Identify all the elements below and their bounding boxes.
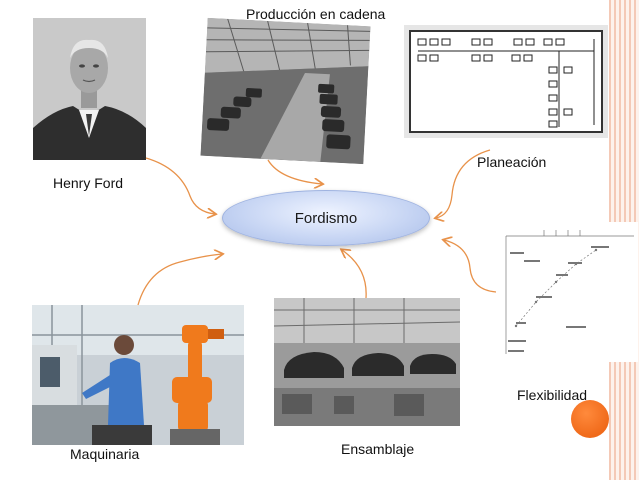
henry-ford-label: Henry Ford bbox=[53, 175, 124, 191]
arrow-flexibilidad bbox=[444, 240, 497, 293]
ensamblaje-photo bbox=[274, 298, 460, 426]
fordismo-center-node: Fordismo bbox=[222, 190, 430, 246]
assembly-line-photo bbox=[200, 17, 371, 165]
flexibilidad-label: Flexibilidad bbox=[517, 387, 588, 403]
orange-accent-dot bbox=[571, 400, 609, 438]
arrow-produccion bbox=[267, 159, 322, 184]
fordismo-label: Fordismo bbox=[294, 209, 358, 227]
arrow-planeacion bbox=[436, 149, 491, 218]
produccion-label: Producción en cadena bbox=[246, 6, 386, 22]
planeacion-floorplan bbox=[404, 25, 608, 138]
flexibilidad-chart bbox=[496, 222, 638, 362]
arrow-ensamblaje bbox=[342, 250, 367, 299]
henry-ford-photo bbox=[33, 18, 146, 160]
planeacion-label: Planeación bbox=[477, 154, 547, 170]
arrow-henry-ford bbox=[145, 157, 215, 214]
maquinaria-label: Maquinaria bbox=[70, 446, 140, 462]
arrow-maquinaria bbox=[137, 254, 222, 306]
ensamblaje-label: Ensamblaje bbox=[341, 441, 415, 457]
maquinaria-photo bbox=[32, 305, 244, 445]
